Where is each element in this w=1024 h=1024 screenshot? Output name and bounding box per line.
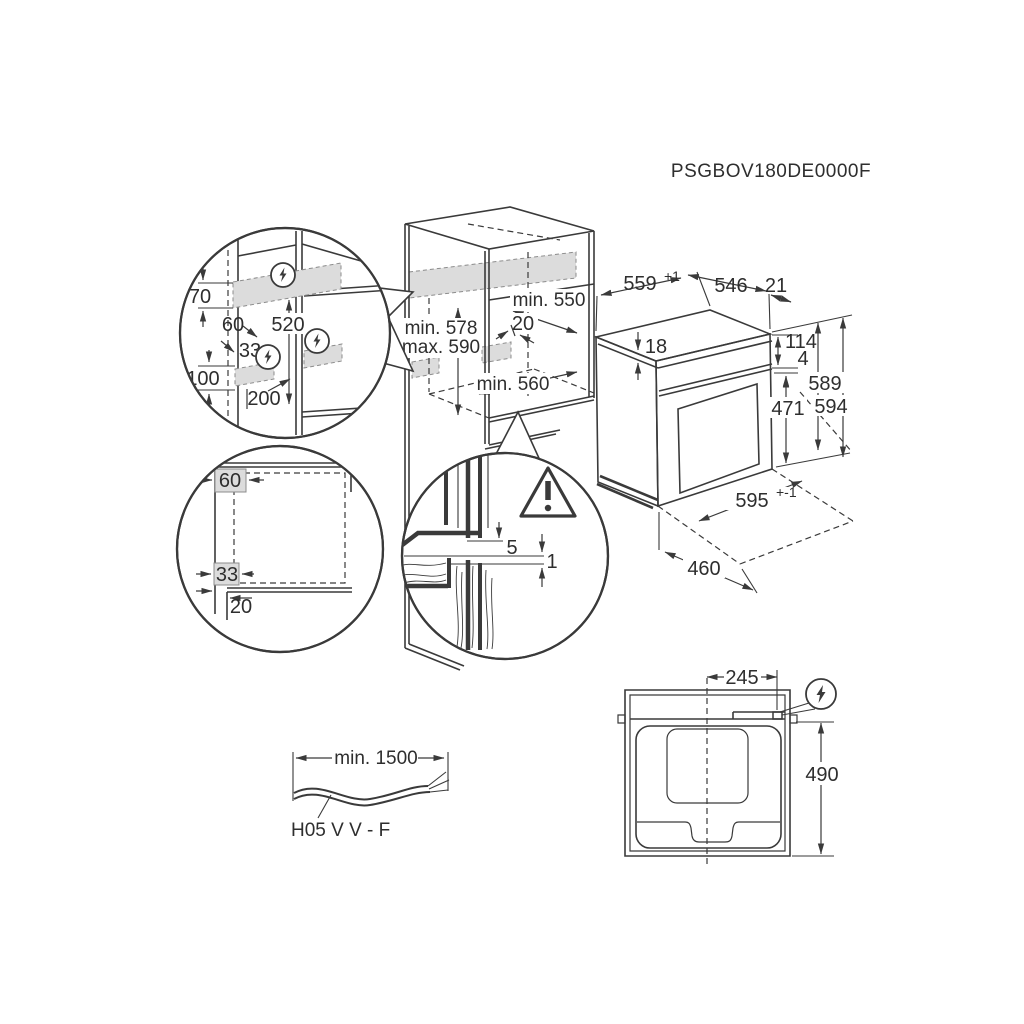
mains-zone-box-left [411, 356, 440, 379]
dim-oven-height-a: 589 [808, 373, 841, 395]
dim-min-width-bottom: min. 560 [477, 374, 550, 395]
dim-vent-gap: 20 [512, 313, 534, 335]
dim-corner-20: 20 [230, 596, 252, 618]
dim-corner-60: 60 [219, 470, 241, 492]
dim-corner-33: 33 [216, 564, 238, 586]
dim-70: 70 [189, 286, 211, 308]
dim-60: 60 [222, 314, 244, 336]
connection-point-square [772, 711, 783, 720]
dim-oven-depth: 546 [714, 275, 747, 297]
electric-connection-icon [304, 328, 330, 354]
detail-circle-flush: 5 1 [400, 451, 610, 661]
cabinet-niche-drawing: min. 578 max. 590 min. 550 20 min. 560 [402, 206, 595, 671]
corner-zone-60 [214, 468, 247, 493]
dim-topview-490: 490 [805, 764, 838, 786]
dim-cable-length: min. 1500 [334, 748, 417, 769]
dim-oven-width-tol: +1 [664, 268, 680, 284]
dim-oven-front-width: 595 [735, 490, 768, 512]
dim-200: 200 [247, 388, 280, 410]
dim-oven-gap: 4 [797, 348, 808, 370]
oven-door-window [677, 382, 760, 495]
dim-oven-panel-height: 114 [785, 331, 817, 353]
electric-connection-icon [805, 678, 837, 710]
dim-flush-5: 5 [506, 537, 517, 559]
oven-top-view: 245 490 [617, 667, 843, 868]
mains-cable-drawing: min. 1500 H05 V V - F [291, 748, 450, 841]
warning-icon [519, 466, 577, 518]
dim-min-width-top: min. 550 [513, 290, 586, 311]
product-code: PSGBOV180DE0000F [671, 161, 871, 182]
dim-flush-1: 1 [546, 551, 557, 573]
dim-niche-height-min: min. 578 [405, 318, 478, 339]
corner-zone-33 [213, 562, 240, 586]
oven-drawing: 559 +1 546 21 18 114 4 589 594 471 595 +… [593, 268, 854, 594]
dim-oven-door-height: 471 [771, 398, 804, 420]
electric-connection-icon [270, 262, 296, 288]
dim-oven-height-b: 594 [814, 396, 847, 418]
dim-oven-top-inset: 18 [645, 336, 667, 358]
detail-circle-electrical: 70 60 520 33 100 200 [178, 226, 392, 440]
cable-type-label: H05 V V - F [291, 820, 390, 841]
detail-circle-corner: 60 33 20 [175, 444, 385, 654]
dim-oven-overhang: 21 [765, 275, 787, 297]
dim-topview-245: 245 [725, 667, 758, 689]
dim-oven-depth-body: 460 [687, 558, 720, 580]
dim-oven-front-width-tol: +-1 [776, 484, 797, 500]
dim-520: 520 [271, 314, 304, 336]
dim-niche-height-max: max. 590 [402, 337, 480, 358]
mains-zone-box-inner [481, 341, 512, 364]
dim-oven-width: 559 [623, 273, 656, 295]
electric-connection-icon [255, 344, 281, 370]
